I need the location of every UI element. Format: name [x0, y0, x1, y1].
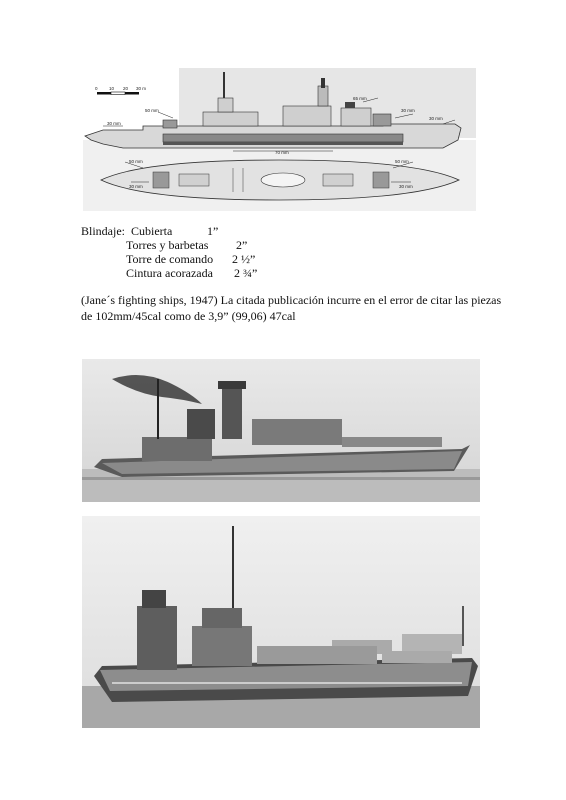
plan-fore-top-armor-label: 50 mm [129, 159, 143, 164]
armor-label-command-tower: Torre de comando [126, 252, 214, 266]
scale-label-10: 10 [109, 86, 115, 91]
armor-row-deck: Blindaje: Cubierta [81, 224, 172, 238]
armor-value-belt: 2 ¾” [234, 266, 258, 280]
plan-aft-mid-armor-label: 30 mm [399, 184, 413, 189]
aft-upper-armor-label: 30 mm [401, 108, 415, 113]
belt-armor-label: 70 mm [275, 150, 289, 155]
armor-value-command-tower: 2 ½” [232, 252, 256, 266]
armor-diagram: 0 10 20 30 m [83, 68, 476, 211]
cruiser-photo-2 [82, 516, 480, 728]
tower-armor-label: 65 mm [353, 96, 367, 101]
bridge-side-armor-label: 50 mm [145, 108, 159, 113]
source-note-line-2: de 102mm/45cal como de 3,9” (99,06) 47ca… [81, 309, 296, 323]
plan-aft-top-armor-label: 50 mm [395, 159, 409, 164]
scale-label-20: 20 [123, 86, 129, 91]
armor-label-belt: Cintura acorazada [126, 266, 213, 280]
armor-specs: Blindaje: Cubierta 1” Torres y barbetas … [81, 224, 381, 284]
armor-label-deck: Cubierta [131, 224, 173, 238]
armor-label-turrets: Torres y barbetas [126, 238, 209, 252]
scale-label-30: 30 m [136, 86, 146, 91]
source-note: (Jane´s fighting ships, 1947) La citada … [81, 292, 502, 324]
source-note-line-1: (Jane´s fighting ships, 1947) La citada … [81, 293, 502, 307]
armor-heading: Blindaje: [81, 224, 125, 238]
armor-value-deck: 1” [207, 224, 219, 238]
aft-belt-armor-label: 30 mm [429, 116, 443, 121]
scale-label-0: 0 [95, 86, 98, 91]
fore-deck-armor-label: 30 mm [107, 121, 121, 126]
scale-bar: 0 10 20 30 m [95, 86, 146, 95]
ship-profile-and-plan: 0 10 20 30 m [83, 68, 476, 211]
armor-value-turrets: 2” [236, 238, 248, 252]
ship-plan: 50 mm 30 mm 50 mm 30 mm [100, 159, 460, 201]
plan-fore-mid-armor-label: 30 mm [129, 184, 143, 189]
ship-profile: 30 mm 50 mm 65 mm 30 mm 30 mm 70 mm [84, 72, 462, 155]
cruiser-photo-1 [82, 359, 480, 502]
